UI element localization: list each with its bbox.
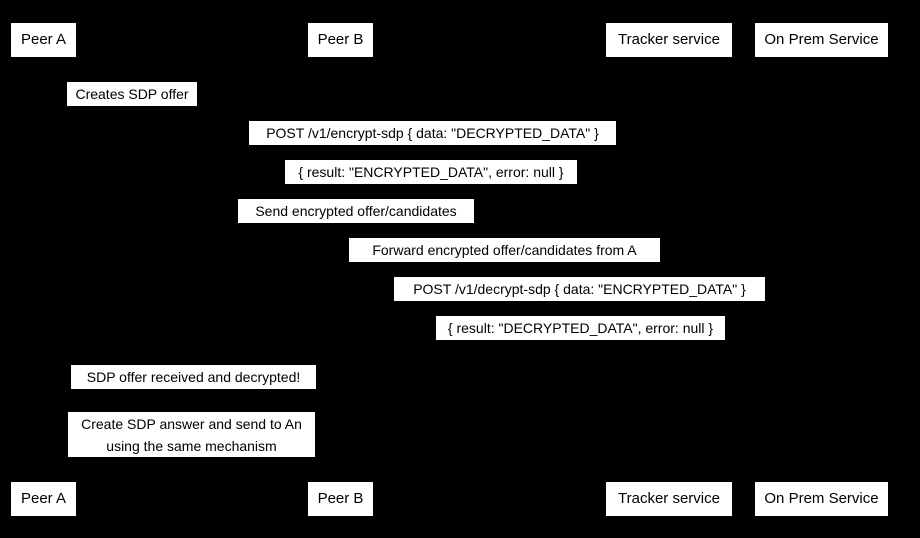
message-label-create-sdp-answer: Create SDP answer and send to An using t… bbox=[68, 412, 315, 457]
lifeline-peer-a bbox=[43, 57, 44, 481]
create-sdp-answer-line-2: using the same mechanism bbox=[106, 438, 277, 454]
message-label-forward-encrypted-offer: Forward encrypted offer/candidates from … bbox=[349, 238, 660, 262]
participant-top-on-prem-service[interactable]: On Prem Service bbox=[754, 22, 889, 58]
participant-top-peer-a[interactable]: Peer A bbox=[10, 22, 77, 58]
message-label-encrypt-sdp-result: { result: "ENCRYPTED_DATA", error: null … bbox=[285, 160, 577, 184]
message-label-post-encrypt-sdp: POST /v1/encrypt-sdp { data: "DECRYPTED_… bbox=[249, 121, 616, 145]
participant-top-tracker-service[interactable]: Tracker service bbox=[605, 22, 733, 58]
participant-bottom-on-prem-service[interactable]: On Prem Service bbox=[754, 481, 889, 517]
message-label-sdp-offer-received: SDP offer received and decrypted! bbox=[71, 365, 316, 389]
message-label-decrypt-sdp-result: { result: "DECRYPTED_DATA", error: null … bbox=[436, 316, 725, 340]
participant-bottom-peer-a[interactable]: Peer A bbox=[10, 481, 77, 517]
message-label-creates-sdp-offer: Creates SDP offer bbox=[67, 82, 197, 106]
participant-top-peer-b[interactable]: Peer B bbox=[307, 22, 374, 58]
participant-bottom-peer-b[interactable]: Peer B bbox=[307, 481, 374, 517]
message-label-post-decrypt-sdp: POST /v1/decrypt-sdp { data: "ENCRYPTED_… bbox=[394, 277, 765, 301]
participant-bottom-tracker-service[interactable]: Tracker service bbox=[605, 481, 733, 517]
lifeline-tracker-service bbox=[668, 57, 669, 481]
message-label-send-encrypted-offer: Send encrypted offer/candidates bbox=[238, 199, 474, 223]
lifeline-on-prem-service bbox=[821, 57, 822, 481]
create-sdp-answer-line-1: Create SDP answer and send to An bbox=[81, 416, 302, 432]
lifeline-peer-b bbox=[340, 57, 341, 481]
